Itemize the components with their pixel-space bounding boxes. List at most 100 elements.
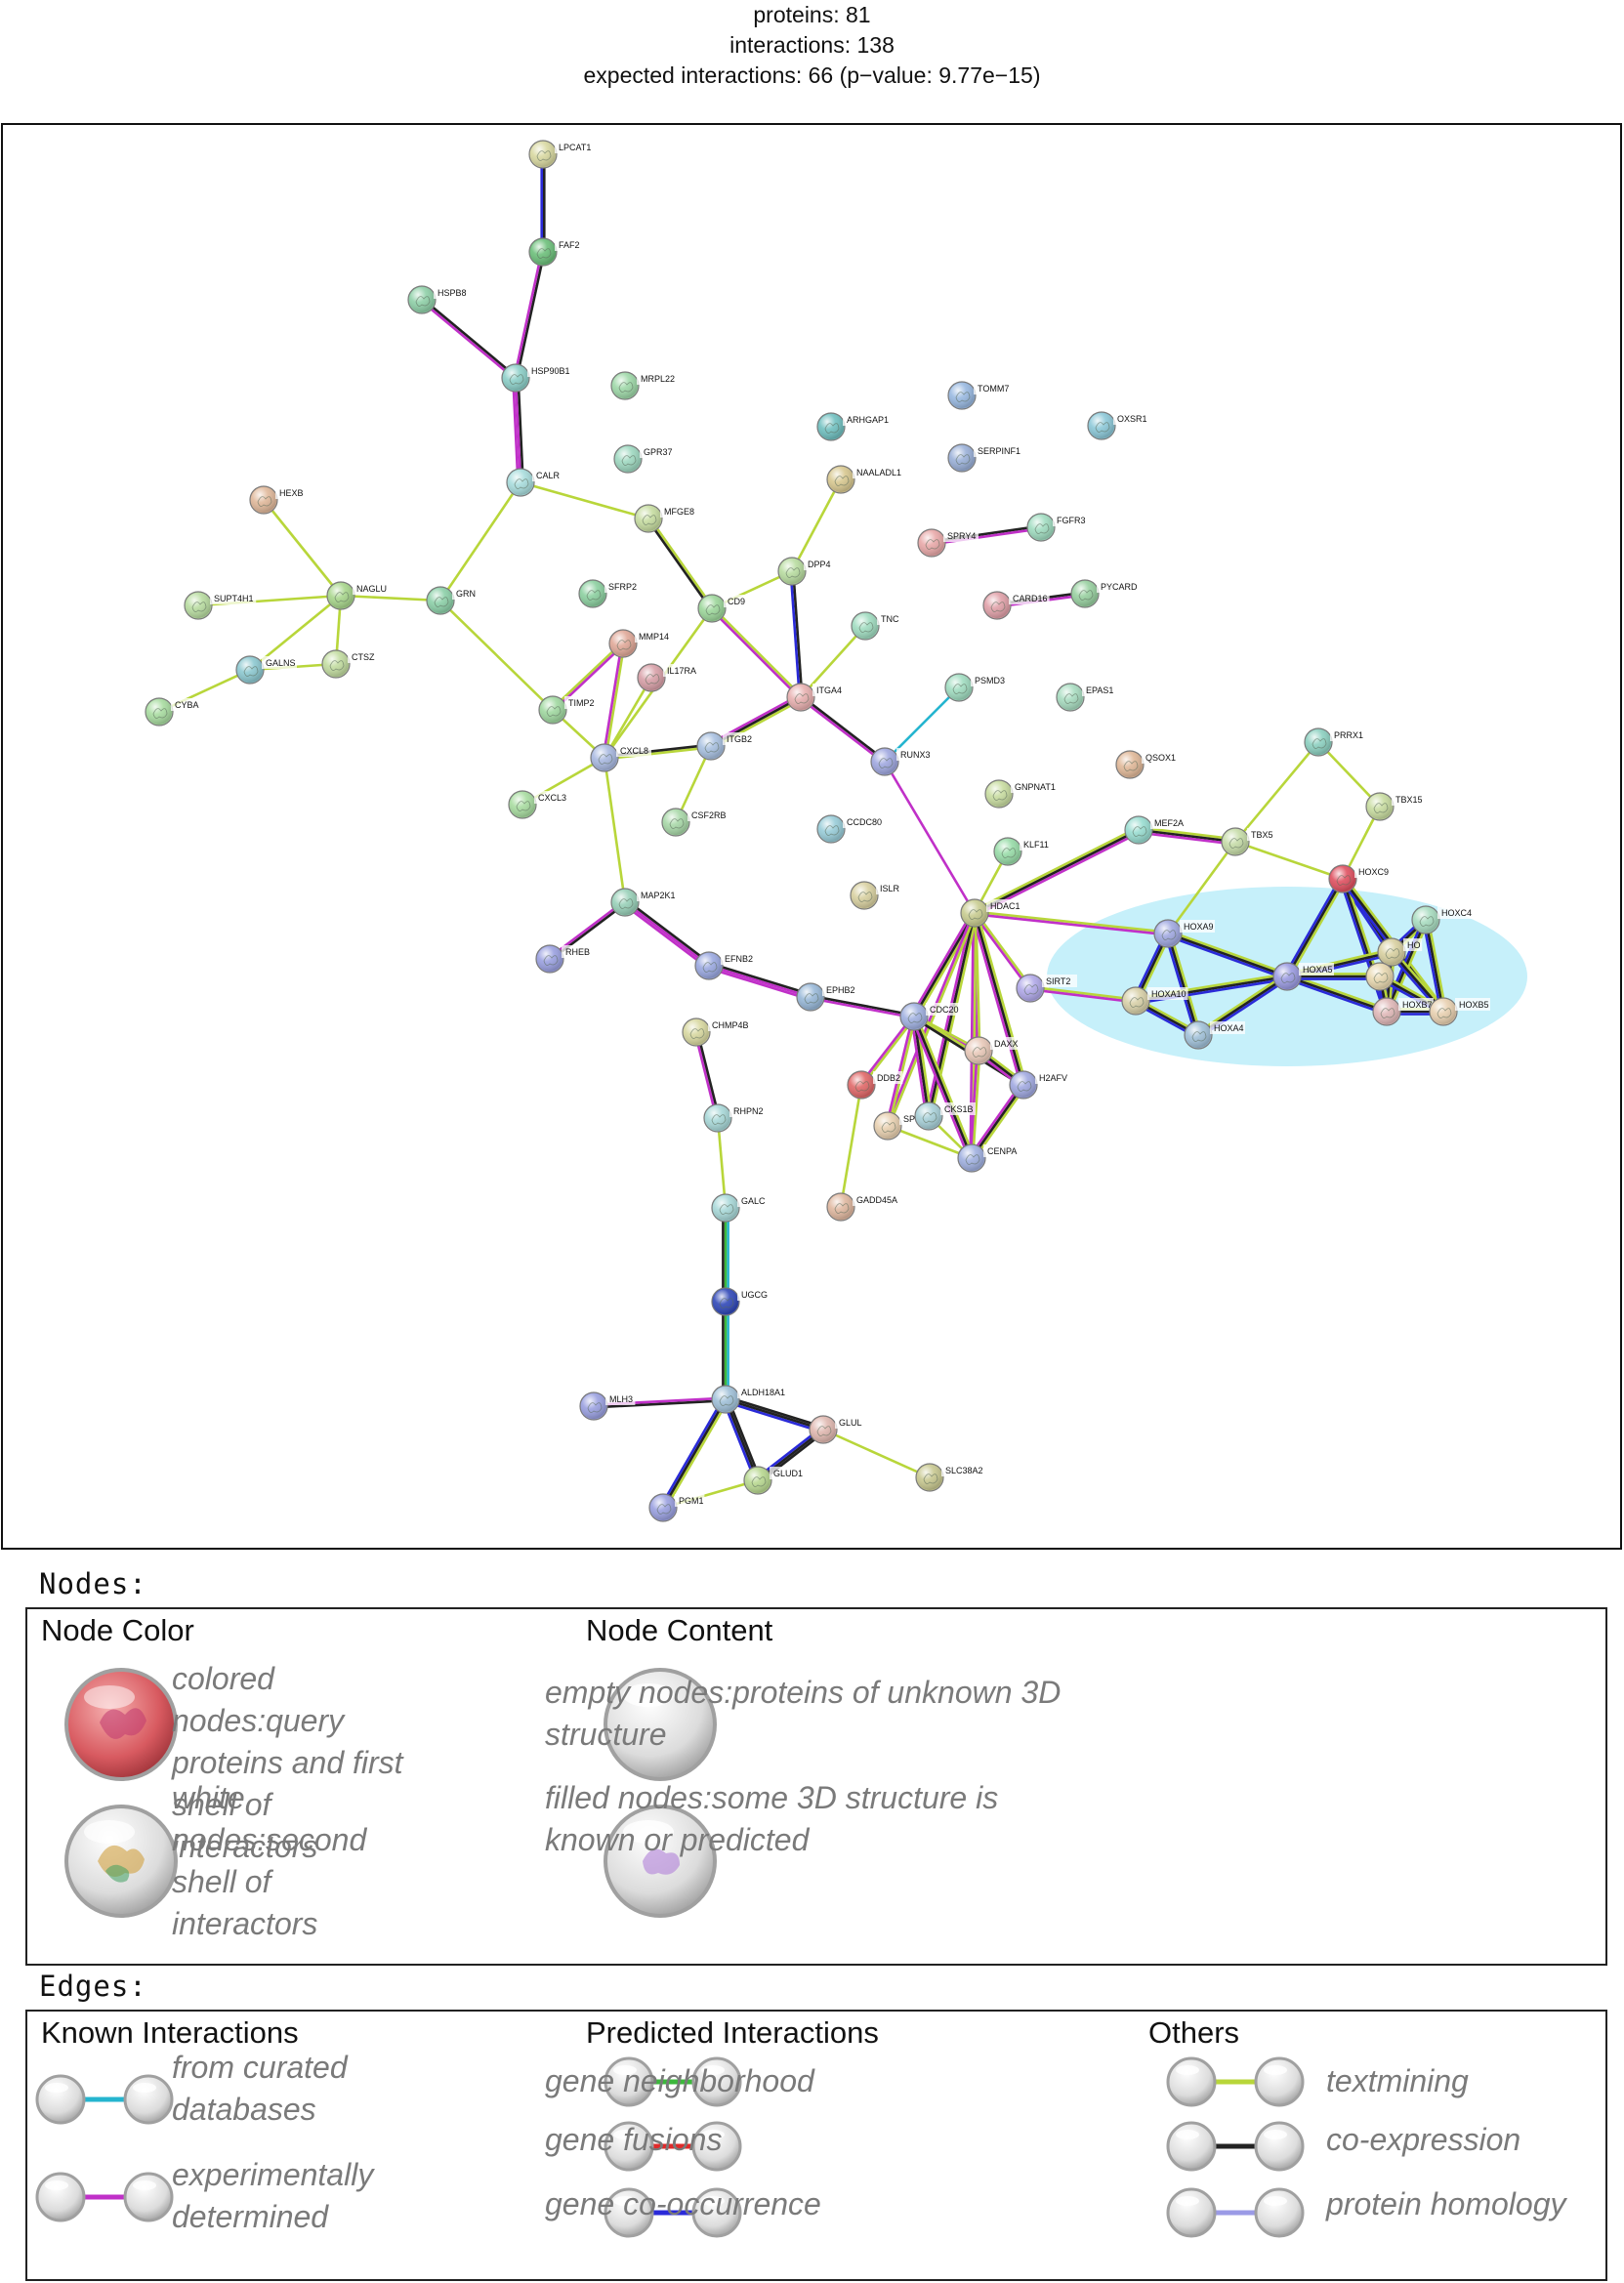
node-galns[interactable]: GALNS [235, 655, 297, 685]
node-grn[interactable]: GRN [426, 586, 477, 615]
node-hoxb6[interactable]: HO [1377, 937, 1423, 967]
node-hoxa9[interactable]: HOXA9 [1153, 919, 1215, 948]
node-timp2[interactable]: TIMP2 [538, 695, 600, 725]
node-sp[interactable]: SP [873, 1111, 919, 1141]
node-galc[interactable]: GALC [711, 1193, 768, 1223]
node-oxsr1[interactable]: OXSR1 [1087, 411, 1148, 440]
node-cks1b[interactable]: CKS1B [914, 1101, 976, 1131]
edge-HOXA9-HOXA4[interactable] [1164, 932, 1202, 1037]
edge-TBX5-PRRX1[interactable] [1234, 741, 1319, 843]
edge-HOXC9-HOXA5[interactable] [1283, 877, 1347, 978]
node-hdac1[interactable]: HDAC1 [960, 898, 1021, 928]
edge-DDB2-GADD45A[interactable] [839, 1084, 863, 1208]
edge-EPHB2-CDC20[interactable] [810, 994, 915, 1019]
edge-MAP2K1-EFNB2[interactable] [622, 898, 712, 970]
edge-TBX5-HOXC9[interactable] [1234, 840, 1344, 881]
edge-EFNB2-EPHB2[interactable] [707, 962, 812, 1001]
node-tnc[interactable]: TNC [851, 611, 901, 641]
node-pgm1[interactable]: PGM1 [648, 1493, 705, 1522]
edge-GRN-NAGLU[interactable] [340, 594, 441, 602]
edge-RUNX3-HDAC1[interactable] [883, 761, 977, 914]
edge-HOXA9-HOXA5[interactable] [1166, 930, 1289, 980]
node-card16[interactable]: CARD16 [982, 591, 1050, 620]
node-dpp4[interactable]: DPP4 [777, 557, 834, 586]
node-il17ra[interactable]: IL17RA [637, 663, 704, 692]
node-aldh18a1[interactable]: ALDH18A1 [711, 1385, 789, 1414]
node-mfge8[interactable]: MFGE8 [634, 504, 695, 533]
edge-SP-CENPA[interactable] [887, 1124, 973, 1160]
node-hoxa10[interactable]: HOXA10 [1121, 986, 1188, 1016]
edge-HDAC1-SP[interactable] [885, 912, 978, 1127]
node-psmd3[interactable]: PSMD3 [944, 673, 1006, 702]
node-gpr37[interactable]: GPR37 [613, 444, 675, 474]
node-sirt2[interactable]: SIRT2 [1016, 974, 1077, 1003]
node-pycard[interactable]: PYCARD [1070, 579, 1138, 608]
node-hsp90b1[interactable]: HSP90B1 [501, 363, 574, 393]
edge-CDC20-CENPA[interactable] [910, 1015, 976, 1160]
node-cxcl8[interactable]: CXCL8 [590, 743, 651, 772]
edge-ALDH18A1-GLUL[interactable] [724, 1395, 825, 1433]
node-naglu[interactable]: NAGLU [326, 581, 388, 610]
node-arhgap1[interactable]: ARHGAP1 [816, 412, 890, 441]
node-hoxb7[interactable]: HOXB7 [1372, 997, 1434, 1026]
node-mlh3[interactable]: MLH3 [579, 1391, 636, 1421]
node-tbx15[interactable]: TBX15 [1365, 792, 1427, 821]
edge-HSP90B1-CALR[interactable] [512, 377, 524, 483]
edge-MFGE8-CD9[interactable] [645, 517, 715, 610]
node-ugcg[interactable]: UGCG [711, 1287, 768, 1316]
node-hspb8[interactable]: HSPB8 [407, 285, 469, 314]
edge-FAF2-HSP90B1[interactable] [513, 251, 546, 379]
node-supt4h1[interactable]: SUPT4H1 [184, 591, 257, 620]
node-cd9[interactable]: CD9 [697, 594, 748, 623]
node-rheb[interactable]: RHEB [535, 944, 592, 974]
node-glul[interactable]: GLUL [809, 1415, 865, 1444]
edge-HEXB-NAGLU[interactable] [262, 499, 343, 597]
node-hoxa5[interactable]: HOXA5 [1272, 962, 1334, 991]
node-mrpl22[interactable]: MRPL22 [610, 371, 678, 400]
edge-CALR-MFGE8[interactable] [520, 480, 649, 520]
node-ephb2[interactable]: EPHB2 [796, 982, 857, 1012]
node-chmp4b[interactable]: CHMP4B [682, 1017, 749, 1047]
node-hoxc4[interactable]: HOXC4 [1411, 905, 1473, 934]
node-calr[interactable]: CALR [506, 468, 562, 497]
edge-SIRT2-HOXA10[interactable] [1029, 985, 1137, 1004]
edge-LPCAT1-FAF2[interactable] [540, 154, 546, 252]
edge-CHMP4B-RHPN2[interactable] [693, 1031, 721, 1119]
edge-GALC-UGCG[interactable] [722, 1208, 729, 1302]
node-itga4[interactable]: ITGA4 [786, 683, 848, 712]
node-tbx5[interactable]: TBX5 [1221, 827, 1277, 856]
node-fgfr3[interactable]: FGFR3 [1026, 513, 1088, 542]
node-lpcat1[interactable]: LPCAT1 [528, 140, 596, 169]
node-cyba[interactable]: CYBA [145, 697, 201, 726]
node-hoxc9[interactable]: HOXC9 [1328, 864, 1390, 893]
node-hoxa4[interactable]: HOXA4 [1184, 1020, 1245, 1050]
node-islr[interactable]: ISLR [850, 881, 906, 910]
edge-UGCG-ALDH18A1[interactable] [722, 1302, 729, 1399]
node-rhpn2[interactable]: RHPN2 [703, 1103, 765, 1133]
edge-HSPB8-HSP90B1[interactable] [420, 298, 518, 380]
edge-HDAC1-HOXA9[interactable] [974, 910, 1169, 936]
node-gadd45a[interactable]: GADD45A [826, 1192, 899, 1222]
node-tomm7[interactable]: TOMM7 [947, 381, 1009, 410]
edge-GRN-TIMP2[interactable] [439, 600, 554, 711]
edge-RHPN2-GALC[interactable] [716, 1117, 728, 1209]
edge-PRRX1-TBX15[interactable] [1317, 741, 1381, 808]
node-cxcl3[interactable]: CXCL3 [508, 790, 569, 819]
node-cenpa[interactable]: CENPA [957, 1143, 1019, 1173]
edge-DPP4-NAALADL1[interactable] [790, 478, 843, 572]
edge-CDC20-DDB2[interactable] [858, 1015, 917, 1087]
edge-MMP14-CXCL8[interactable] [602, 643, 626, 759]
node-csf2rb[interactable]: CSF2RB [661, 808, 729, 837]
edge-GLUL-SLC38A2[interactable] [822, 1428, 931, 1479]
node-ddb2[interactable]: DDB2 [847, 1070, 903, 1100]
node-klf11[interactable]: KLF11 [993, 837, 1055, 866]
node-efnb2[interactable]: EFNB2 [694, 951, 756, 980]
edge-ALDH18A1-PGM1[interactable] [659, 1397, 729, 1510]
network-diagram[interactable]: LPCAT1FAF2HSPB8HSP90B1MRPL22GPR37CALRHEX… [0, 123, 1624, 1551]
node-hoxb4[interactable] [1365, 962, 1395, 991]
node-faf2[interactable]: FAF2 [528, 237, 585, 267]
node-epas1[interactable]: EPAS1 [1056, 683, 1117, 712]
edge-HOXC4-HOXB5[interactable] [1422, 919, 1447, 1013]
edge-HDAC1-H2AFV[interactable] [971, 911, 1027, 1087]
node-ccdc80[interactable]: CCDC80 [816, 814, 884, 844]
